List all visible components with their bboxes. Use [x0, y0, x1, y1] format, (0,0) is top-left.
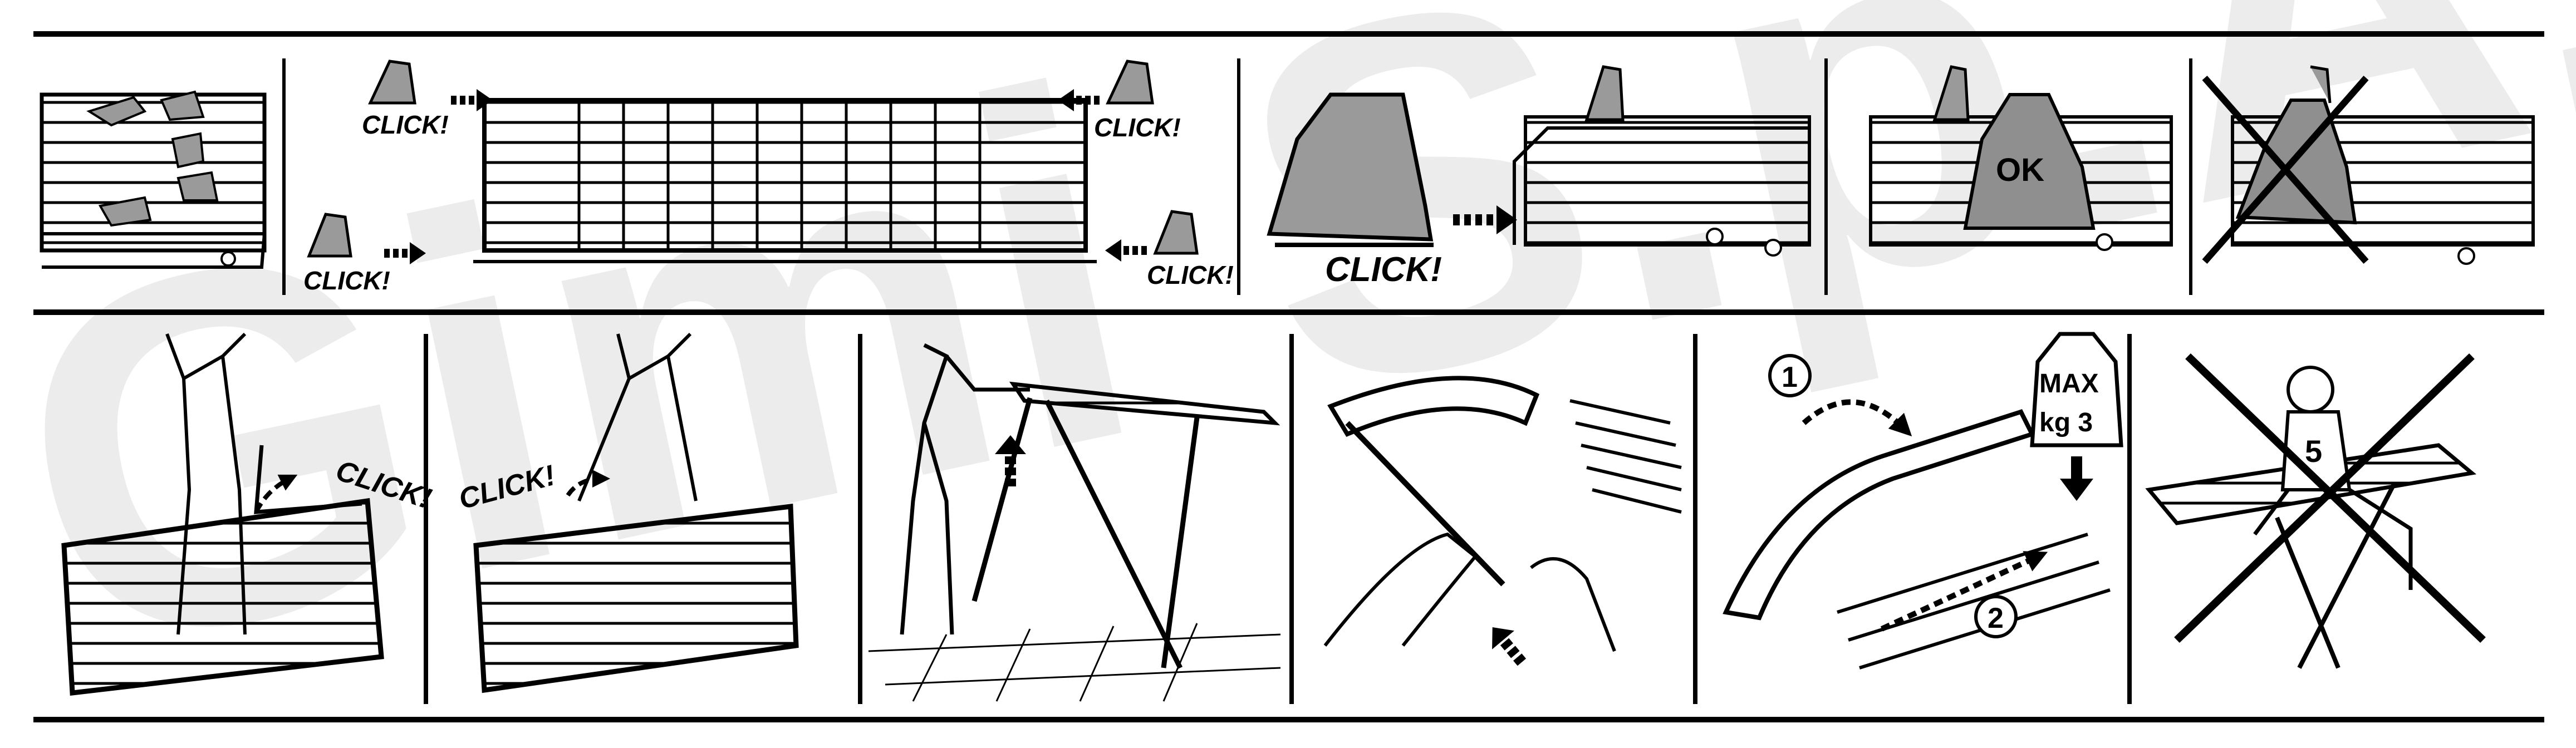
- cap-ok-small: [1932, 65, 1970, 121]
- weight-icon: [2030, 332, 2123, 447]
- insert-arrows: [384, 89, 1147, 264]
- rack-open-frame-2: [473, 503, 799, 693]
- panel-rack-standing: [868, 343, 1281, 702]
- hand-right: [1530, 557, 1616, 652]
- max-label: MAX: [2039, 369, 2099, 398]
- click-label-top-right: CLICK!: [1094, 113, 1181, 142]
- cap-ok-large: [1963, 93, 2096, 230]
- click-label-bottom-right: CLICK!: [1147, 260, 1234, 289]
- ok-label: OK: [1996, 152, 2044, 188]
- panel-rack-corner-detail: [40, 90, 267, 269]
- lift-arrow-icon: [995, 435, 1026, 486]
- person-standing: [900, 343, 1030, 635]
- cap-bottom-left: [307, 213, 352, 258]
- step-2-badge: [1974, 595, 2018, 638]
- cap-bottom-right: [1153, 210, 1199, 255]
- panel-hands-lever: [1323, 376, 1682, 666]
- step-2-label: 2: [1988, 602, 2004, 634]
- push-arrow-icon: [1492, 627, 1527, 666]
- panel-cap-detail: CLICK!: [1267, 65, 1811, 289]
- click-label-top-left: CLICK!: [362, 110, 449, 139]
- panel-cap-wrong: [2202, 65, 2535, 265]
- panel-cap-ok: OK: [1869, 65, 2173, 251]
- step-1-label: 1: [1782, 361, 1798, 393]
- cap-top-left: [368, 60, 416, 105]
- rack-open-frame: [61, 498, 384, 696]
- panel-unfold-left: CLICK!: [61, 332, 435, 696]
- panel-unfold-right: CLICK!: [455, 332, 799, 693]
- click-label-bottom-left: CLICK!: [303, 266, 390, 295]
- rack-rail-arc: [1327, 376, 1540, 437]
- no-sitting-cross-icon: [2174, 353, 2486, 643]
- rack-top: [1009, 381, 1280, 426]
- top-row-dividers: [282, 58, 2192, 295]
- click-label-detail: CLICK!: [1325, 250, 1442, 289]
- cross-mark-icon: [2202, 76, 2369, 264]
- max-weight-label: kg 3: [2039, 408, 2093, 437]
- corner-cap-parts: [86, 90, 219, 227]
- cap-inserted: [1584, 65, 1625, 121]
- panel-max-load: 1 MAX kg 3 2: [1723, 332, 2123, 670]
- panel-no-sitting: 5: [2145, 353, 2486, 669]
- rack-large: [482, 98, 1088, 253]
- step-1-badge: [1768, 354, 1812, 397]
- corner-caps: [307, 60, 1199, 258]
- bottom-rule: [33, 717, 2544, 722]
- rack-legs: [971, 397, 1200, 670]
- middle-rule: [33, 309, 2544, 315]
- panel-caps-assembly: CLICK! CLICK! CLICK! CLICK!: [303, 60, 1234, 295]
- click-arrow: [1453, 205, 1517, 234]
- cap-top-right: [1106, 60, 1154, 105]
- top-rule: [33, 31, 2544, 37]
- rack-frame: [40, 92, 267, 253]
- child-head: [2286, 366, 2334, 414]
- shirt-number: 5: [2305, 434, 2322, 469]
- bottom-row-dividers: [424, 334, 2132, 704]
- floor-grid: [868, 623, 1281, 702]
- hand-left: [1323, 532, 1478, 647]
- cap-large: [1267, 92, 1434, 242]
